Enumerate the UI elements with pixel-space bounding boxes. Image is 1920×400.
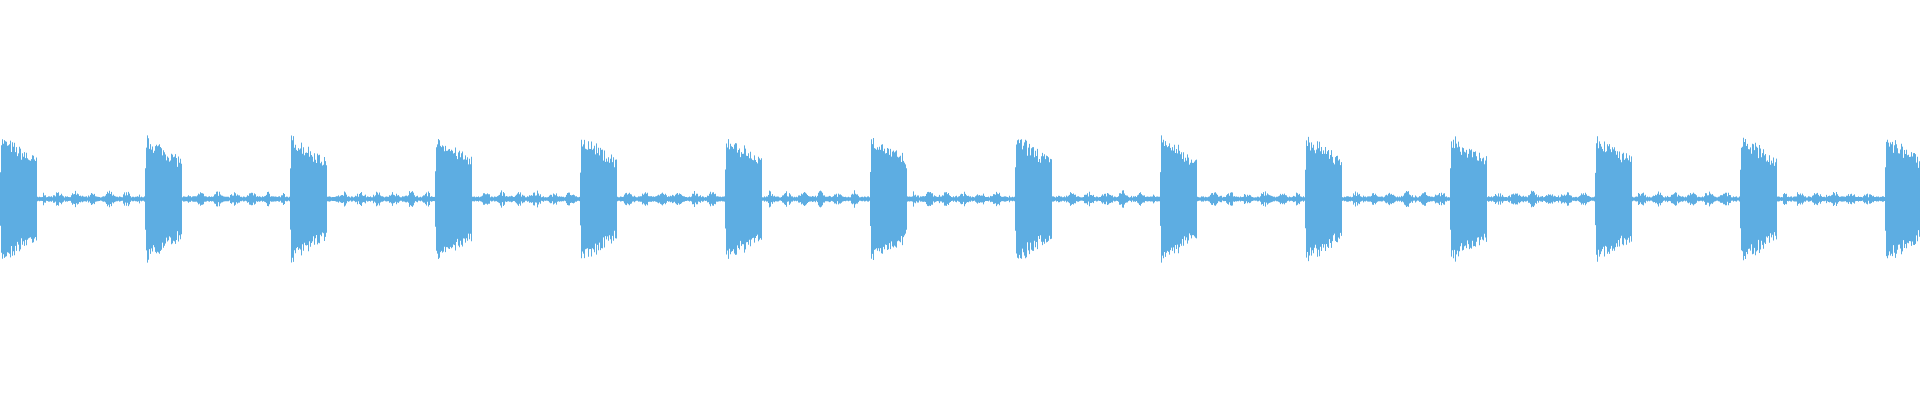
waveform-path (0, 135, 1920, 263)
